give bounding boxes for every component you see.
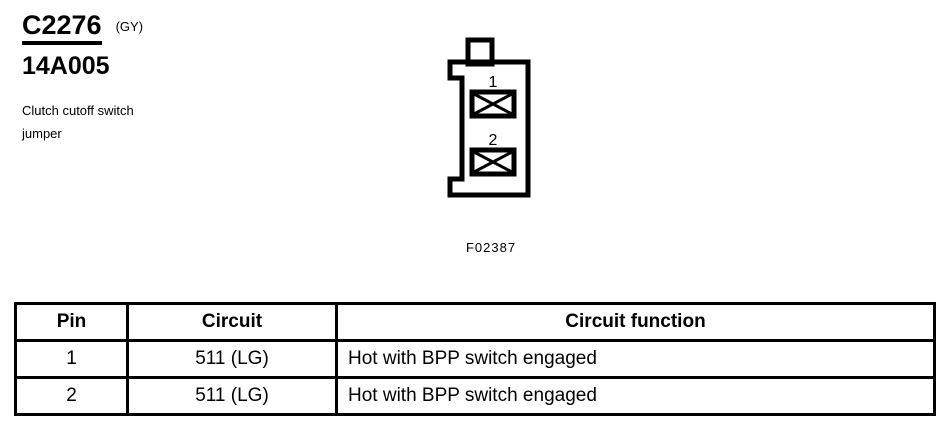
table-row: 2 511 (LG) Hot with BPP switch engaged bbox=[14, 376, 936, 416]
cell-circuit-function: Hot with BPP switch engaged bbox=[335, 376, 936, 416]
connector-description-line-1: Clutch cutoff switch bbox=[22, 103, 134, 118]
cell-circuit: 511 (LG) bbox=[126, 339, 338, 379]
terminal-cavity-1 bbox=[469, 89, 517, 119]
terminal-cavity-2 bbox=[469, 147, 517, 177]
table-header-row: Pin Circuit Circuit function bbox=[14, 302, 936, 342]
pin-label-2: 2 bbox=[489, 132, 498, 149]
connector-color-code: (GY) bbox=[115, 19, 144, 34]
connector-id-row: C2276 (GY) bbox=[22, 10, 402, 45]
connector-description-line-2: jumper bbox=[22, 126, 62, 141]
figure-label: F02387 bbox=[465, 240, 517, 255]
column-header-pin: Pin bbox=[14, 302, 129, 342]
cell-pin: 1 bbox=[14, 339, 129, 379]
cell-circuit-function: Hot with BPP switch engaged bbox=[335, 339, 936, 379]
table-row: 1 511 (LG) Hot with BPP switch engaged bbox=[14, 339, 936, 379]
connector-description: Clutch cutoff switch jumper bbox=[22, 99, 222, 145]
column-header-circuit: Circuit bbox=[126, 302, 338, 342]
connector-figure: 1 2 F02387 bbox=[430, 22, 560, 256]
column-header-circuit-function: Circuit function bbox=[335, 302, 936, 342]
part-number: 14A005 bbox=[22, 52, 110, 80]
connector-body-outline bbox=[447, 59, 531, 198]
pin-table: Pin Circuit Circuit function 1 511 (LG) … bbox=[14, 302, 936, 416]
pin-label-1: 1 bbox=[489, 74, 498, 91]
connector-id: C2276 bbox=[22, 10, 102, 45]
connector-diagram-icon: 1 2 bbox=[447, 37, 531, 198]
cell-pin: 2 bbox=[14, 376, 129, 416]
connector-header: C2276 (GY) 14A005 Clutch cutoff switch j… bbox=[22, 10, 402, 145]
cell-circuit: 511 (LG) bbox=[126, 376, 338, 416]
pin-table-container: Pin Circuit Circuit function 1 511 (LG) … bbox=[14, 302, 936, 416]
